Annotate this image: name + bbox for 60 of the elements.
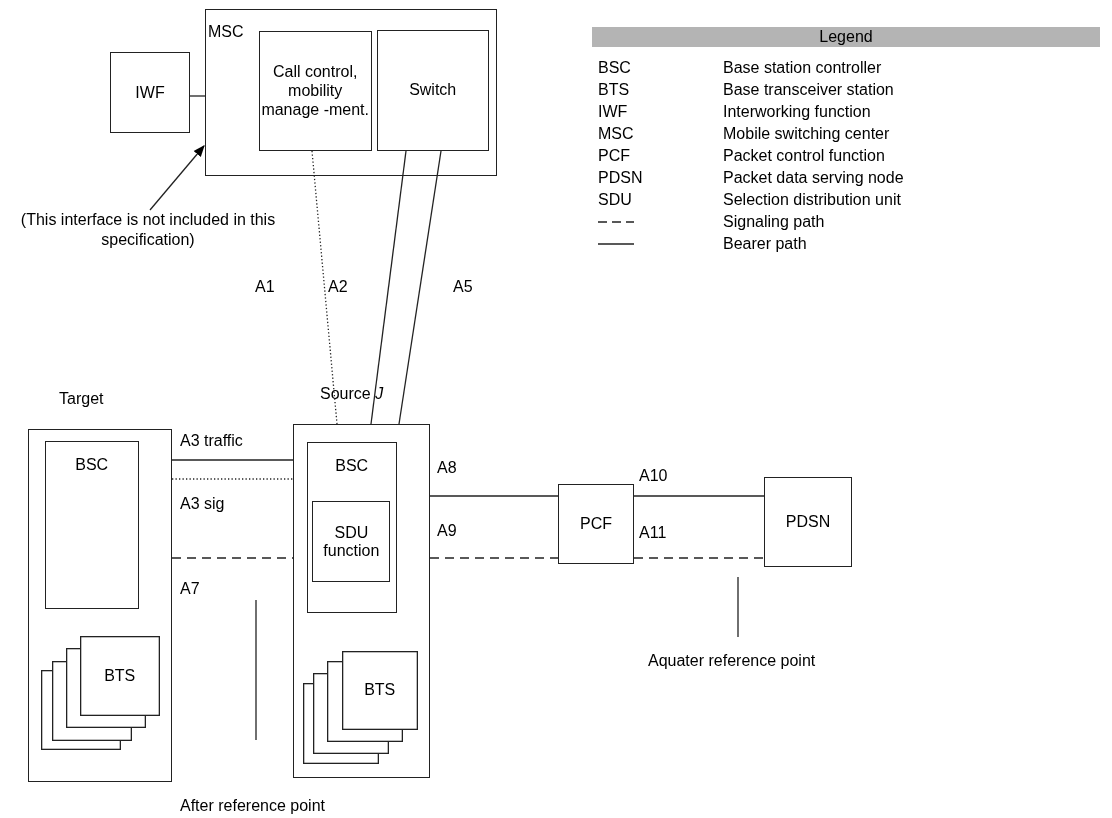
component-box xyxy=(312,501,391,583)
reference-point-label: After reference point xyxy=(180,796,325,816)
reference-point-label: Aquater reference point xyxy=(648,651,816,671)
legend-description: Base station controller xyxy=(723,58,882,78)
connector-line xyxy=(633,495,765,497)
legend-description: Packet control function xyxy=(723,146,885,166)
connector-line xyxy=(398,150,442,425)
legend-description: Packet data serving node xyxy=(723,168,904,188)
box-label: PDSN xyxy=(785,513,831,531)
legend-abbreviation: PDSN xyxy=(598,168,643,188)
dotted-line xyxy=(311,150,338,425)
stacked-boxes-drawing xyxy=(302,650,419,765)
legend-description: Signaling path xyxy=(723,212,825,232)
connector-line xyxy=(171,459,294,461)
interface-label: A2 xyxy=(328,277,348,297)
box-label: Call control, mobility manage -ment. xyxy=(260,61,370,120)
interface-label: A3 sig xyxy=(180,494,225,514)
component-box xyxy=(44,440,139,609)
legend-abbreviation: SDU xyxy=(598,190,632,210)
signaling-line xyxy=(633,557,765,559)
box-label: BSC xyxy=(75,455,109,474)
legend-abbreviation: BSC xyxy=(598,58,631,78)
arrow xyxy=(149,145,205,211)
legend-header: Legend xyxy=(592,27,1100,47)
box-heading: Target xyxy=(59,390,104,408)
interface-label: A1 xyxy=(255,277,275,297)
legend-abbreviation: PCF xyxy=(598,146,630,166)
component-box xyxy=(376,29,489,151)
box-label: Switch xyxy=(409,81,457,100)
legend-description: Mobile switching center xyxy=(723,124,890,144)
component-box xyxy=(205,9,497,176)
box-label: BSC xyxy=(335,456,369,475)
legend-description: Base transceiver station xyxy=(723,80,894,100)
connector-line xyxy=(189,95,206,97)
stacked-boxes-drawing xyxy=(40,635,161,751)
box-label: IWF xyxy=(135,83,165,102)
box-label: BTS xyxy=(363,680,397,701)
connector-line xyxy=(429,495,559,497)
component-box xyxy=(306,441,397,613)
component-box xyxy=(558,484,634,564)
dotted-line xyxy=(171,478,294,480)
box-label: PCF xyxy=(580,515,612,533)
signaling-line xyxy=(171,557,294,559)
legend-abbreviation: BTS xyxy=(598,80,630,100)
legend-abbreviation: IWF xyxy=(598,102,628,122)
component-box xyxy=(258,30,372,151)
connector-line xyxy=(370,150,407,425)
annotation-text: (This interface is not included in this specification) xyxy=(4,210,292,256)
box-heading: Source J xyxy=(320,385,384,403)
interface-label: A5 xyxy=(453,277,473,297)
legend-description: Bearer path xyxy=(723,234,807,254)
legend-description: Selection distribution unit xyxy=(723,190,901,210)
component-box xyxy=(764,477,852,567)
box-label: SDU function xyxy=(322,523,381,560)
box-label: MSC xyxy=(208,23,244,41)
legend-abbreviation: MSC xyxy=(598,124,634,144)
legend-description: Interworking function xyxy=(723,102,871,122)
component-box xyxy=(110,52,190,133)
box-label: BTS xyxy=(103,665,137,686)
signaling-line xyxy=(429,557,559,559)
